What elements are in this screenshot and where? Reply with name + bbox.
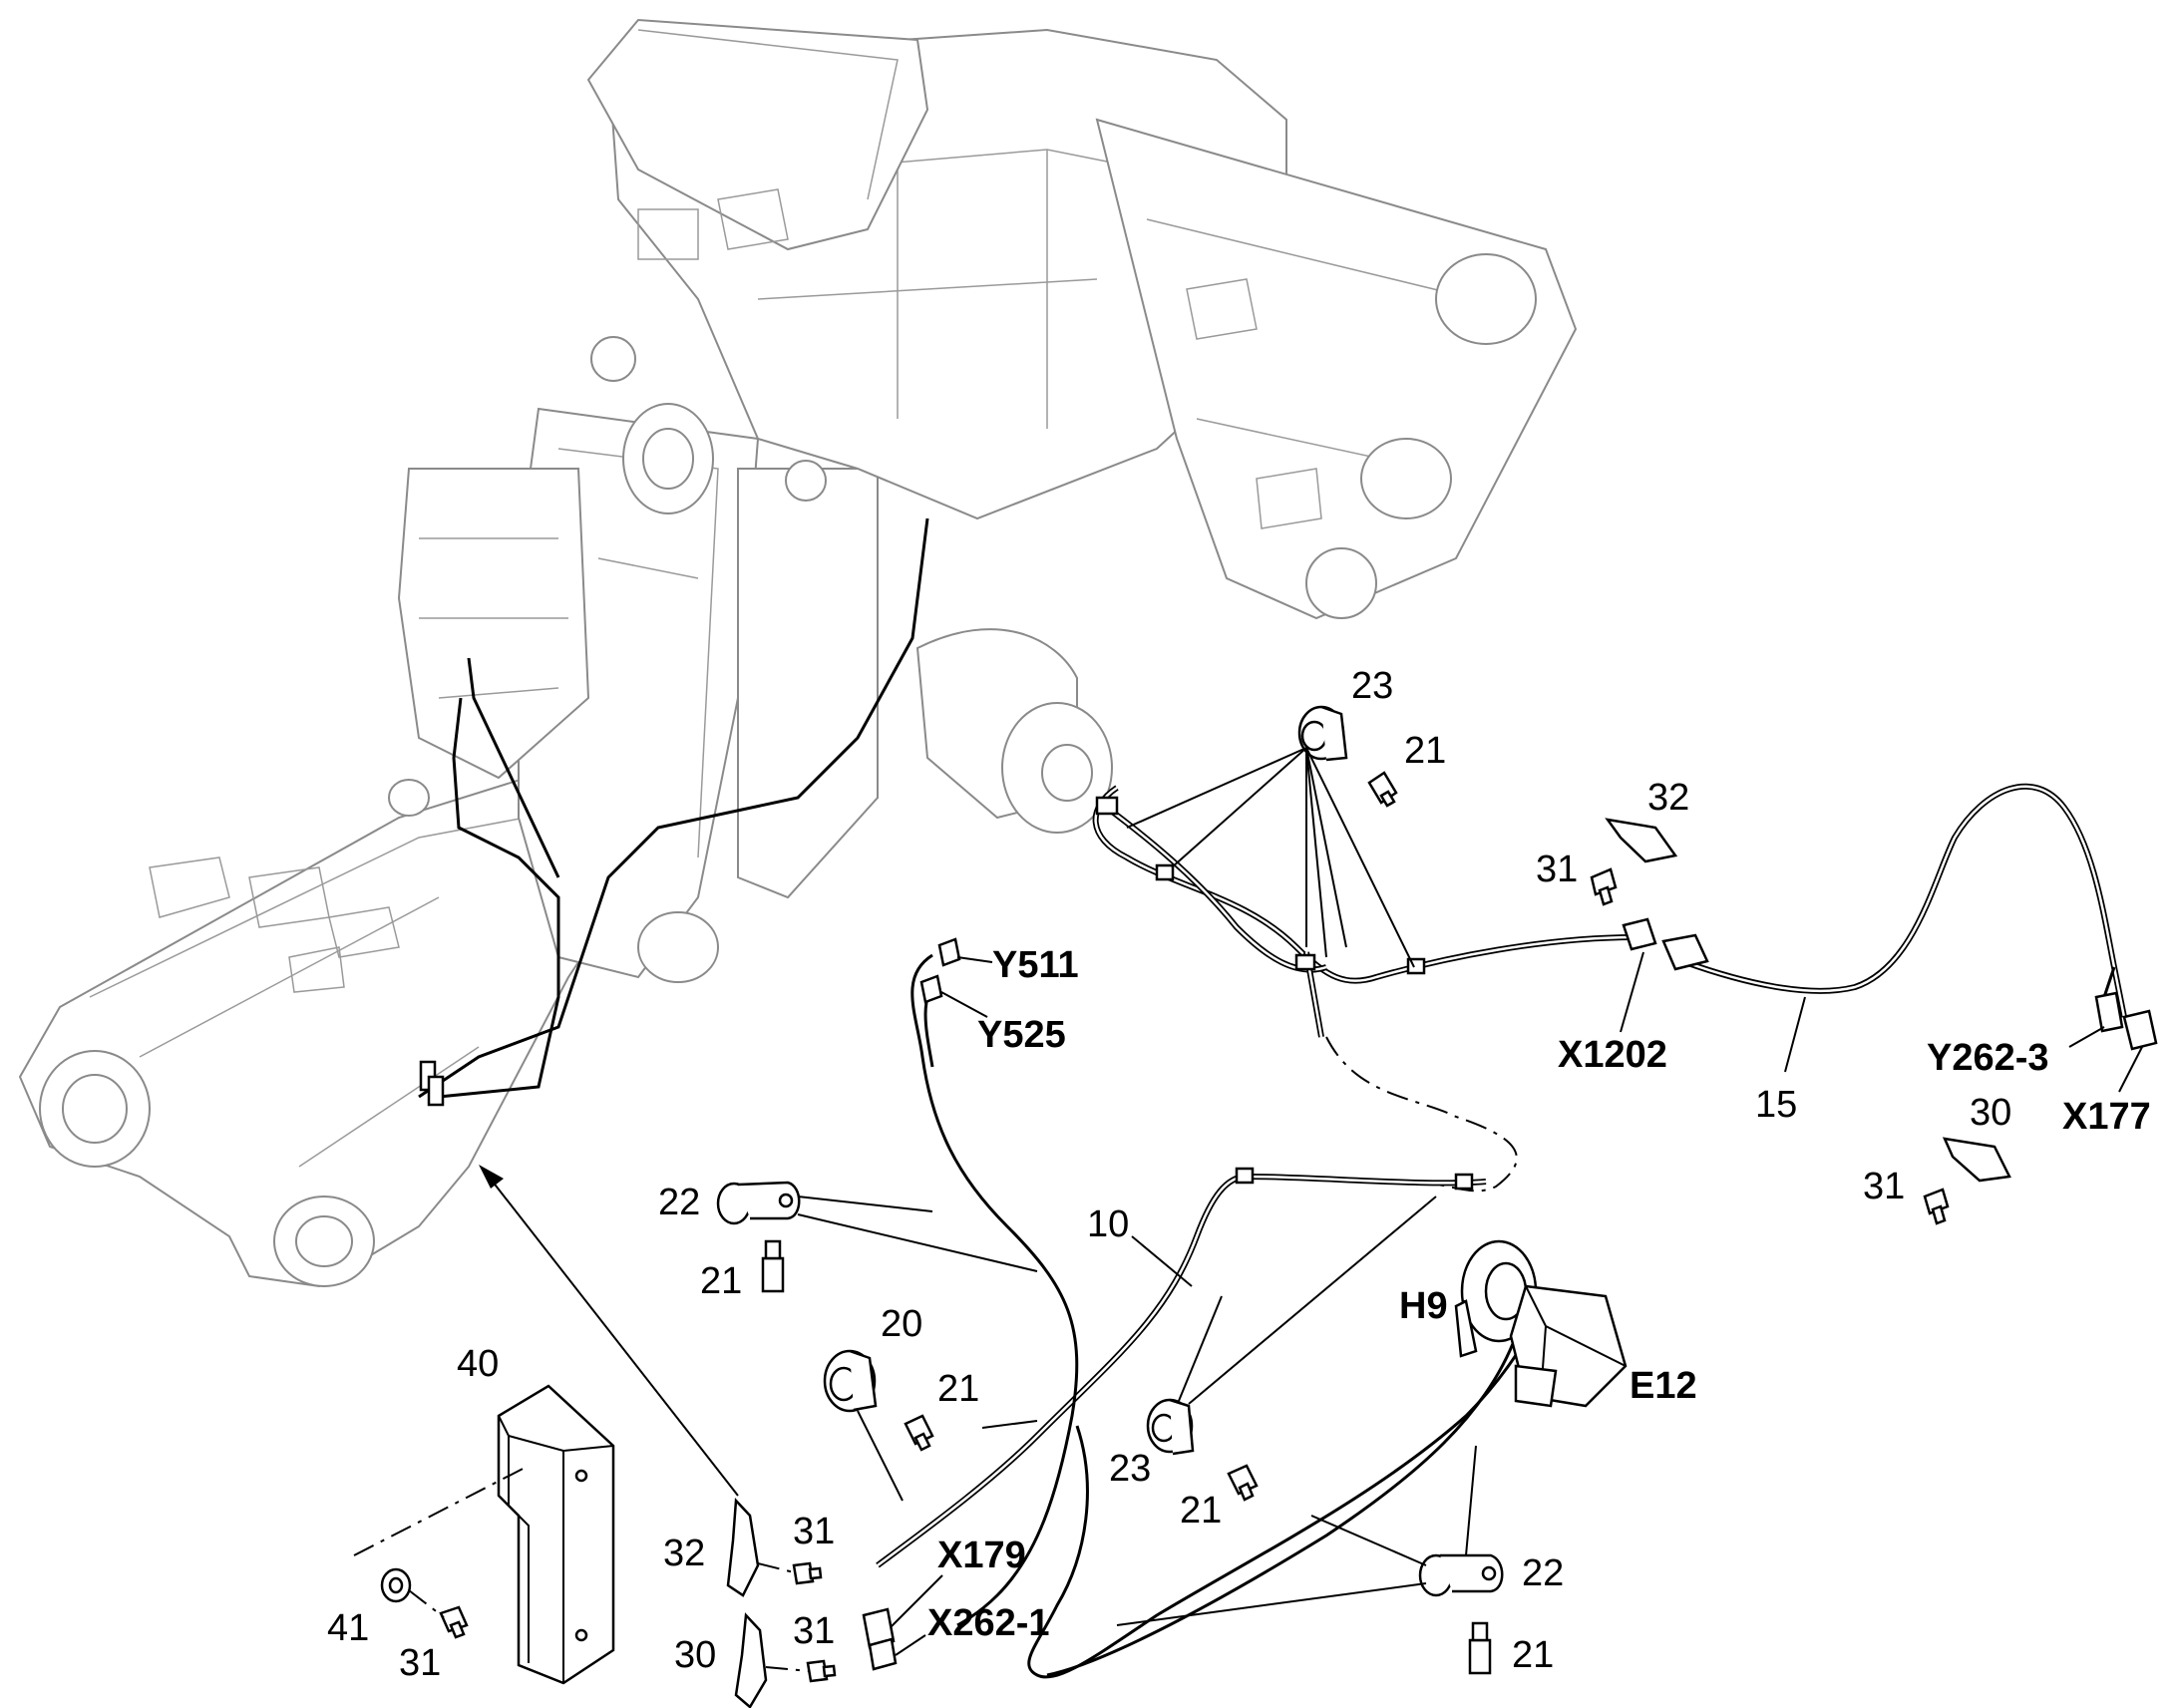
clip-32-top (1605, 818, 1678, 863)
work-light-e12 (1509, 1284, 1628, 1408)
machine-harness (418, 517, 929, 1107)
label-31-bracket: 31 (399, 1642, 441, 1684)
clamp-22-upper (716, 1181, 801, 1225)
screw-31-bottom-a (792, 1561, 823, 1585)
label-30-bottom: 30 (674, 1634, 716, 1676)
leader-lines (408, 747, 2143, 1672)
label-x262-1: X262-1 (927, 1602, 1050, 1644)
label-x1202: X1202 (1558, 1034, 1667, 1076)
label-15: 15 (1755, 1084, 1797, 1126)
label-y511: Y511 (992, 944, 1079, 986)
label-21-bottom: 21 (1512, 1634, 1554, 1676)
harness-15 (1092, 783, 2158, 1051)
label-22-upper: 22 (658, 1182, 700, 1223)
clamp-22-lower (1418, 1553, 1504, 1597)
label-32-top: 32 (1647, 777, 1689, 819)
clip-32-bottom (726, 1498, 760, 1597)
label-22-lower: 22 (1522, 1552, 1564, 1594)
label-30-right: 30 (1970, 1092, 2011, 1134)
washer-41 (380, 1567, 412, 1603)
label-y525: Y525 (977, 1014, 1066, 1056)
label-21-mid: 21 (937, 1368, 979, 1410)
label-20: 20 (881, 1303, 922, 1345)
label-32-bottom: 32 (663, 1533, 705, 1574)
machine-drawing (18, 18, 1578, 1288)
screw-21-mid (904, 1414, 934, 1452)
arrow-pointer (479, 1165, 739, 1497)
label-23-top: 23 (1351, 665, 1393, 707)
label-40: 40 (457, 1343, 499, 1385)
clip-30-right (1942, 1137, 2011, 1183)
label-23-lower: 23 (1109, 1448, 1151, 1490)
label-31-bottom-a: 31 (793, 1511, 835, 1552)
label-10: 10 (1087, 1203, 1129, 1245)
label-21-upper: 21 (700, 1260, 742, 1302)
bracket-40 (497, 1384, 615, 1685)
callout-labels: 23 21 32 31 Y511 Y525 X1202 15 Y262-3 X1… (327, 665, 2151, 1684)
screw-31-bracket (439, 1605, 469, 1639)
screw-31-top (1590, 867, 1618, 906)
label-31-bottom-b: 31 (793, 1610, 835, 1652)
bracket-mount-line (353, 1465, 530, 1556)
label-e12: E12 (1630, 1365, 1697, 1407)
clamp-23-lower (1146, 1398, 1195, 1456)
harness-continuation (1325, 1036, 1518, 1193)
label-y262-3: Y262-3 (1927, 1037, 2049, 1079)
label-31-top: 31 (1536, 849, 1578, 890)
screw-21-upper (761, 1239, 785, 1293)
screw-31-right (1923, 1188, 1950, 1225)
label-h9: H9 (1399, 1285, 1448, 1327)
label-41: 41 (327, 1607, 369, 1649)
label-x179: X179 (937, 1535, 1026, 1576)
label-x177: X177 (2062, 1096, 2151, 1138)
label-21-top: 21 (1404, 730, 1446, 772)
clamp-23-top (1297, 705, 1348, 762)
clamp-20 (823, 1349, 878, 1413)
screw-21-bottom (1468, 1621, 1492, 1675)
screw-21-top (1367, 771, 1398, 808)
label-31-right: 31 (1863, 1166, 1905, 1207)
clip-30-bottom (734, 1612, 768, 1708)
screw-31-bottom-b (806, 1659, 837, 1683)
label-21-lower: 21 (1180, 1490, 1222, 1532)
screw-21-lower (1227, 1464, 1259, 1502)
